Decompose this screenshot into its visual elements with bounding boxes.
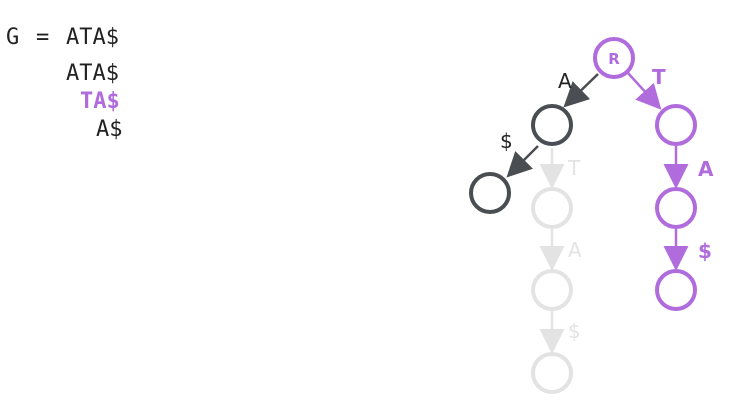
- equation-lhs: G: [6, 25, 20, 50]
- faded-node-2: [531, 269, 573, 311]
- suffix-2-highlighted: TA$: [80, 89, 120, 114]
- suffix-1: ATA$: [66, 61, 119, 86]
- root-node: [593, 37, 635, 79]
- faded-label-t: T: [567, 156, 581, 180]
- dark-label-a: A: [558, 69, 572, 93]
- equation-rhs: ATA$: [66, 25, 119, 50]
- purple-label-dollar: $: [698, 239, 712, 263]
- suffix-3: A$: [96, 117, 123, 142]
- dark-node-a: [531, 104, 573, 146]
- purple-node-a: [655, 187, 697, 229]
- faded-label-dollar: $: [568, 319, 581, 343]
- faded-node-1: [531, 187, 573, 229]
- purple-label-a: A: [698, 157, 714, 181]
- faded-label-a: A: [568, 238, 582, 262]
- dark-edge-a: [563, 73, 599, 108]
- dark-node-dollar: [469, 172, 511, 214]
- root-label: R: [608, 50, 620, 68]
- faded-node-3: [531, 352, 573, 394]
- purple-label-t: T: [652, 65, 666, 89]
- dark-edge-dollar: [506, 145, 539, 178]
- purple-edge-t: [627, 72, 662, 110]
- purple-node-t: [655, 104, 697, 146]
- equation-equals: =: [36, 25, 50, 50]
- dark-label-dollar: $: [500, 129, 513, 153]
- purple-node-dollar: [655, 269, 697, 311]
